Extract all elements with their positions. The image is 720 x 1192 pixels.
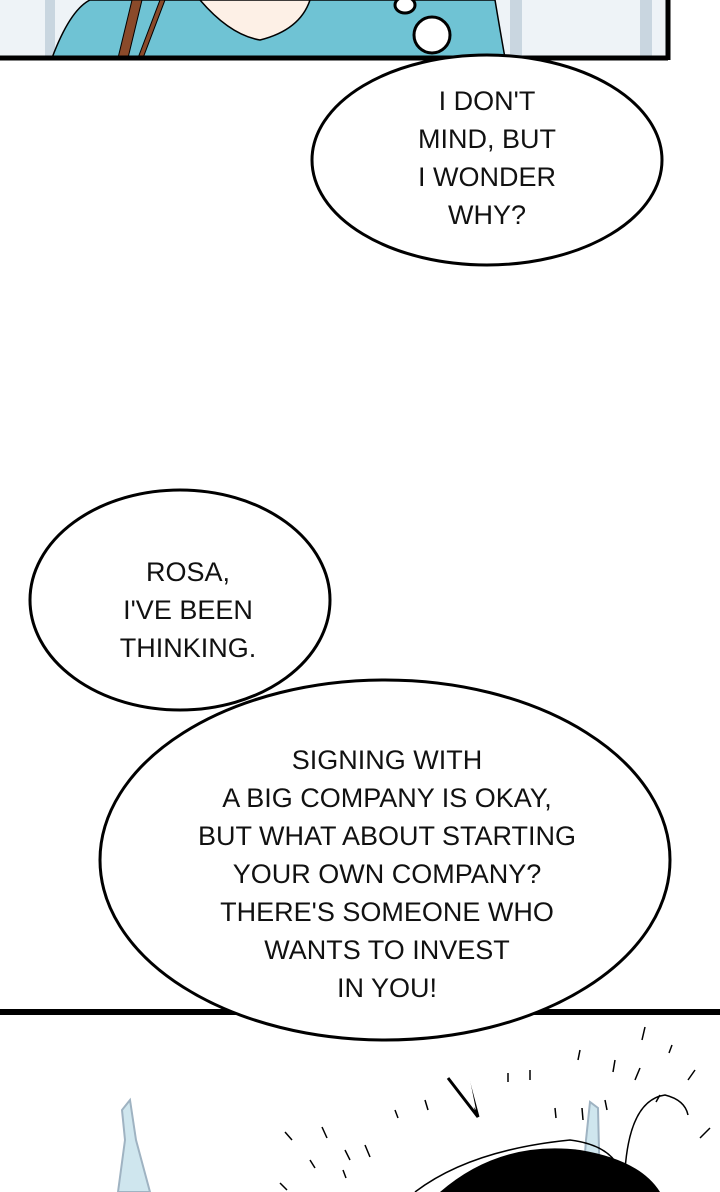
bubble-line: A BIG COMPANY IS OKAY,	[222, 783, 552, 813]
bubble-line: YOUR OWN COMPANY?	[232, 859, 542, 889]
character-hair	[440, 1148, 660, 1192]
thought-bubble	[310, 0, 664, 267]
bubble-line: WHY?	[447, 200, 526, 230]
bubble-line: WANTS TO INVEST	[264, 935, 510, 965]
emphasis-lines	[279, 1026, 711, 1191]
bubble-top-text: I DON'T MIND, BUT I WONDER WHY?	[418, 82, 556, 234]
bubble-line: BUT WHAT ABOUT STARTING	[197, 821, 577, 851]
bubble-rosa-text: ROSA, I'VE BEEN THINKING.	[120, 553, 257, 667]
bubble-line: THERE'S SOMEONE WHO	[220, 897, 554, 927]
bubble-line: I'VE BEEN	[123, 595, 253, 625]
bubble-line: SIGNING WITH	[291, 745, 483, 775]
bubble-line: I DON'T	[438, 86, 536, 116]
bubble-line: THINKING.	[119, 633, 257, 663]
bubble-line: I WONDER	[418, 162, 556, 192]
top-panel	[0, 0, 671, 61]
character-neck	[199, 0, 311, 41]
bubble-invest-text: SIGNING WITH A BIG COMPANY IS OKAY, BUT …	[198, 741, 576, 1007]
bubble-line: ROSA,	[145, 557, 231, 587]
bubble-line: MIND, BUT	[418, 124, 556, 154]
speech-bubble	[28, 488, 672, 1118]
bottle-left	[116, 1097, 152, 1192]
bottom-panel	[0, 1009, 720, 1192]
bubble-line: IN YOU!	[336, 973, 438, 1003]
